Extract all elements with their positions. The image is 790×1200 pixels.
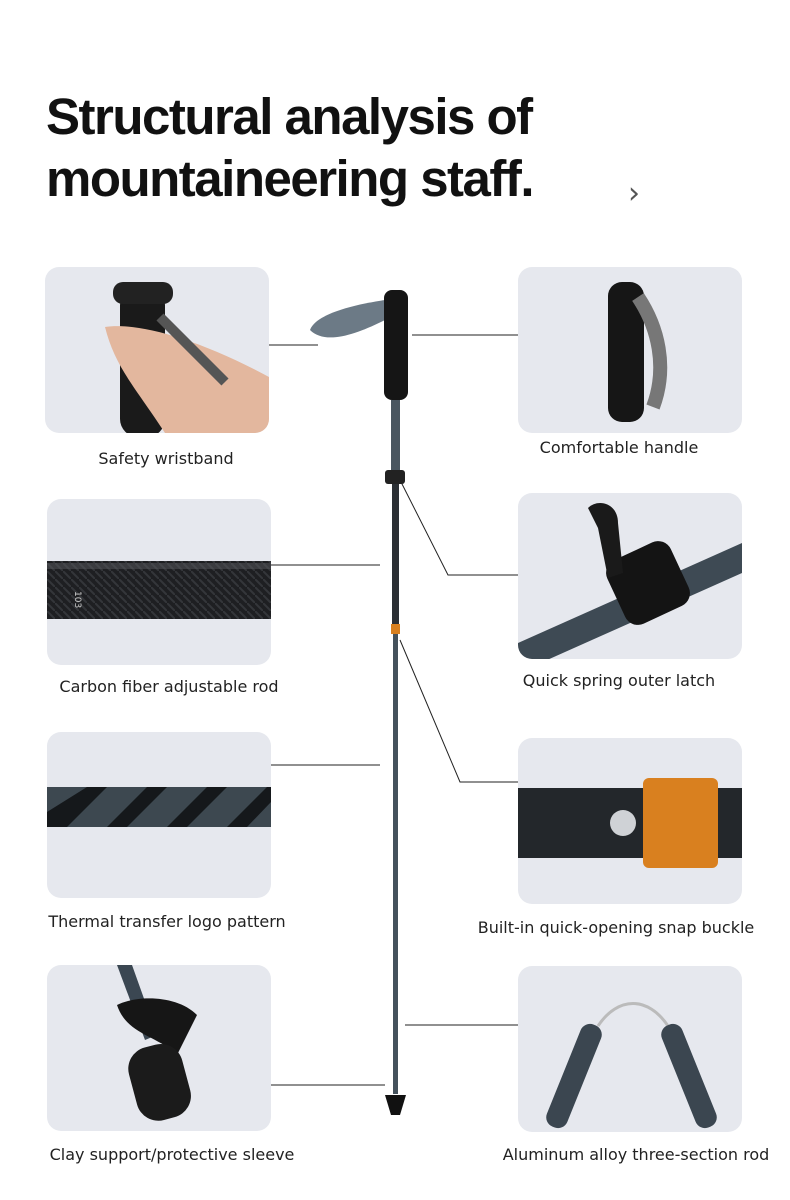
handle-grip xyxy=(384,290,408,400)
leader-latch xyxy=(399,479,518,576)
latch xyxy=(385,470,405,484)
label-spring-latch: Quick spring outer latch xyxy=(522,671,716,690)
carbon-rod-photo: 103 xyxy=(47,561,271,619)
logo-pattern-photo xyxy=(47,787,271,827)
card-logo-pattern xyxy=(47,732,271,898)
card-snap-buckle xyxy=(518,738,742,904)
wristband-strap xyxy=(310,300,385,338)
leader-lines xyxy=(268,334,518,1086)
label-aluminum-rod: Aluminum alloy three-section rod xyxy=(502,1145,770,1164)
aluminum-rod-photo xyxy=(546,1002,717,1129)
card-spring-latch xyxy=(518,493,742,659)
carbon-section xyxy=(392,484,399,624)
card-comfortable-handle xyxy=(518,267,742,433)
snap-buckle xyxy=(391,624,400,634)
card-safety-wristband xyxy=(45,267,269,433)
title-line-2: mountaineering staff. xyxy=(46,150,535,207)
tip-basket xyxy=(385,1095,406,1115)
card-carbon-rod: 103 xyxy=(47,499,271,665)
label-protective-sleeve: Clay support/protective sleeve xyxy=(49,1145,295,1164)
label-logo-pattern: Thermal transfer logo pattern xyxy=(48,912,286,931)
title-line-1: Structural analysis of xyxy=(46,88,533,145)
snap-buckle-photo xyxy=(518,778,742,868)
rod-marking: 103 xyxy=(72,591,82,608)
label-snap-buckle: Built-in quick-opening snap buckle xyxy=(477,918,755,937)
handle-photo xyxy=(608,282,668,422)
label-comfortable-handle: Comfortable handle xyxy=(539,438,699,457)
upper-section xyxy=(391,400,400,470)
leader-snap-buckle xyxy=(399,639,518,783)
lower-section xyxy=(393,634,398,1094)
page-title: Structural analysis of mountaineering st… xyxy=(46,86,535,210)
latch-photo xyxy=(518,503,742,659)
wristband-photo xyxy=(105,282,269,433)
label-carbon-rod: Carbon fiber adjustable rod xyxy=(59,677,279,696)
card-aluminum-rod xyxy=(518,966,742,1132)
label-safety-wristband: Safety wristband xyxy=(98,449,234,468)
sleeve-photo xyxy=(117,965,197,1121)
chevron-right-icon: › xyxy=(628,176,640,211)
card-protective-sleeve xyxy=(47,965,271,1131)
